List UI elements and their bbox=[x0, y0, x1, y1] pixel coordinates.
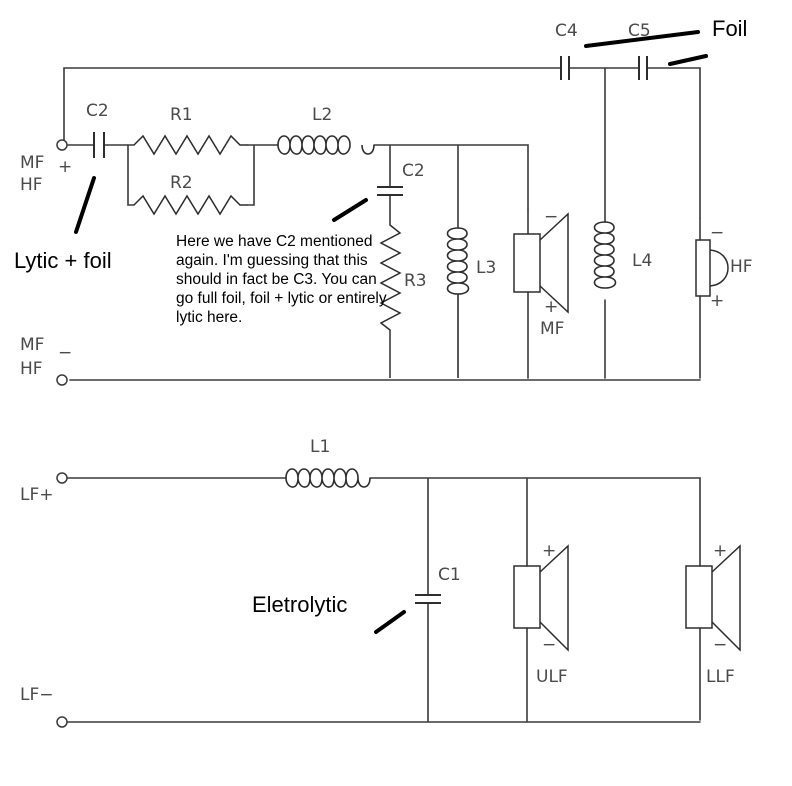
label-speaker-ulf: ULF bbox=[536, 667, 568, 687]
resistor-r2 bbox=[133, 194, 248, 216]
label-speaker-llf: LLF bbox=[706, 667, 735, 687]
pointer-foil-c5 bbox=[668, 54, 708, 66]
label-r2: R2 bbox=[170, 173, 193, 193]
pointer-c3-note bbox=[332, 198, 368, 222]
label-c4: C4 bbox=[555, 21, 578, 41]
label-lf-plus: LF+ bbox=[20, 485, 54, 505]
label-r1: R1 bbox=[170, 105, 193, 125]
terminal-mf-hf-plus bbox=[56, 139, 68, 151]
terminal-mf-hf-minus bbox=[56, 374, 68, 386]
speaker-mf bbox=[513, 209, 569, 379]
label-mf-speaker-minus: − bbox=[544, 207, 558, 227]
label-c2-second: C2 bbox=[402, 161, 425, 181]
capacitor-c4 bbox=[560, 56, 570, 80]
pointer-lytic-foil bbox=[74, 176, 96, 234]
speaker-llf bbox=[685, 544, 741, 652]
label-mf-bottom: MF bbox=[20, 335, 44, 355]
inductor-l2 bbox=[277, 135, 375, 155]
annotation-lytic-foil: Lytic + foil bbox=[14, 248, 112, 273]
mf-rail-wire bbox=[373, 144, 529, 229]
label-ulf-plus: + bbox=[542, 541, 556, 561]
label-plus-top: + bbox=[58, 157, 72, 177]
annotation-foil: Foil bbox=[712, 16, 747, 41]
label-llf-plus: + bbox=[713, 541, 727, 561]
label-mf-speaker-plus: + bbox=[544, 297, 558, 317]
label-r3: R3 bbox=[404, 271, 427, 291]
inductor-l3 bbox=[446, 227, 470, 378]
inductor-l4 bbox=[593, 221, 617, 289]
label-hf-speaker-minus: − bbox=[710, 223, 724, 243]
label-l1: L1 bbox=[310, 437, 330, 457]
pointer-electrolytic bbox=[374, 610, 406, 634]
mf-hf-network bbox=[56, 56, 729, 386]
annotation-c3-note: Here we have C2 mentioned again. I'm gue… bbox=[176, 233, 387, 326]
label-minus-bottom: − bbox=[58, 343, 72, 363]
label-ulf-minus: − bbox=[542, 635, 556, 655]
lf-input-wire bbox=[67, 477, 701, 723]
terminal-lf-minus bbox=[56, 716, 68, 728]
label-hf-top: HF bbox=[20, 175, 43, 195]
label-lf-minus: LF− bbox=[20, 685, 54, 705]
label-hf-bottom: HF bbox=[20, 359, 43, 379]
label-llf-minus: − bbox=[713, 635, 727, 655]
capacitor-c5 bbox=[638, 56, 648, 80]
label-l4: L4 bbox=[632, 251, 652, 271]
label-l3: L3 bbox=[476, 258, 496, 278]
annotation-electrolytic: Eletrolytic bbox=[252, 592, 347, 617]
inductor-l1 bbox=[285, 468, 371, 488]
resistor-r1 bbox=[133, 134, 248, 156]
label-mf-top: MF bbox=[20, 153, 44, 173]
label-hf-speaker-plus: + bbox=[710, 291, 724, 311]
lf-network bbox=[56, 468, 741, 728]
terminal-lf-plus bbox=[56, 472, 68, 484]
capacitor-c2 bbox=[93, 132, 105, 158]
top-rail-wire bbox=[63, 67, 701, 219]
label-c1: C1 bbox=[438, 565, 461, 585]
label-c5: C5 bbox=[628, 21, 651, 41]
speaker-ulf bbox=[513, 544, 569, 652]
resistor-r3 bbox=[379, 224, 402, 378]
capacitor-c1 bbox=[415, 594, 441, 604]
label-l2: L2 bbox=[312, 105, 332, 125]
capacitor-c3 bbox=[377, 186, 403, 196]
label-speaker-hf: HF bbox=[730, 257, 753, 277]
label-speaker-mf: MF bbox=[540, 319, 564, 339]
resistor-bracket-wire bbox=[127, 144, 279, 206]
pointer-foil-c4 bbox=[584, 30, 700, 48]
speaker-hf bbox=[695, 217, 729, 379]
label-c2: C2 bbox=[86, 101, 109, 121]
